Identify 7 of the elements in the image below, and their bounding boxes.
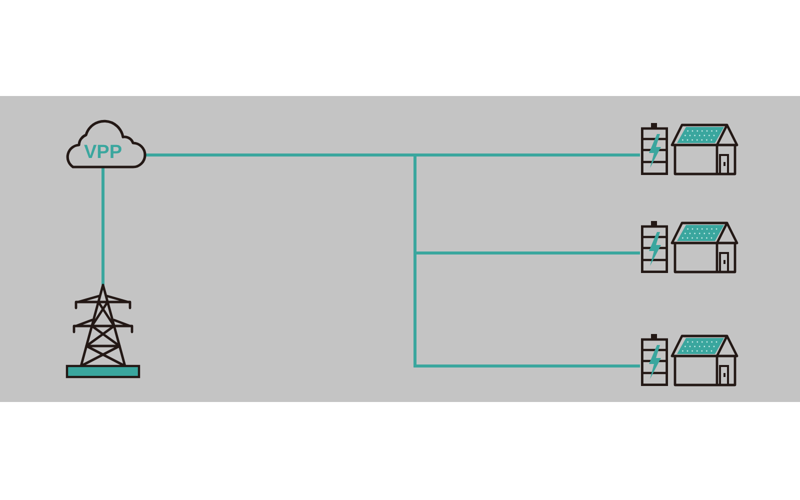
node-label: VPP: [82, 141, 124, 165]
connector-line: [146, 154, 640, 368]
power-tower-icon: [64, 284, 142, 380]
battery-house-icon: [640, 220, 740, 274]
connector-line: [102, 167, 104, 285]
battery-house-icon: [640, 122, 740, 176]
battery-house-icon: [640, 333, 740, 387]
